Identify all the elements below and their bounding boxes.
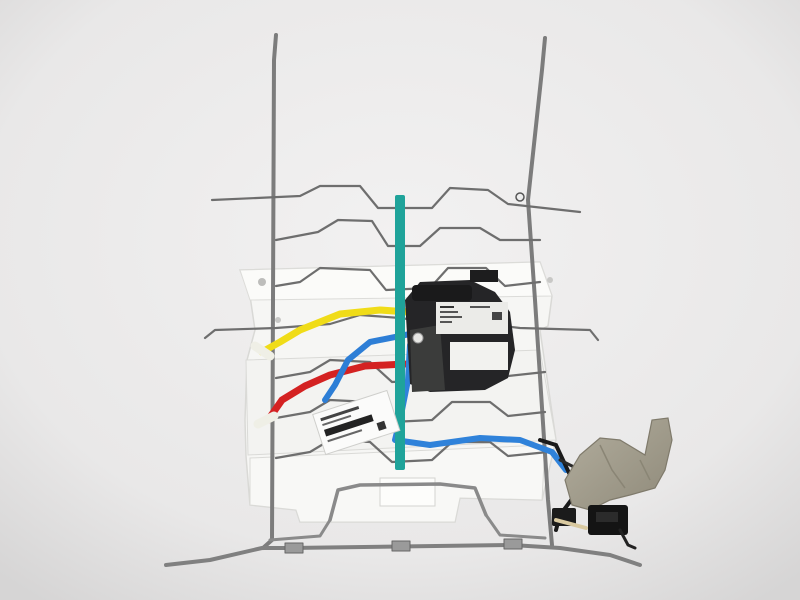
wire-frame [164, 33, 642, 567]
part-label [312, 389, 401, 456]
control-module [405, 270, 515, 392]
blue-hose-lower [392, 342, 569, 473]
wiring-harness [538, 417, 673, 550]
cable-tie [395, 195, 405, 470]
red-hose [264, 360, 409, 424]
blue-hose-upper [322, 331, 413, 403]
yellow-hose [258, 306, 412, 356]
